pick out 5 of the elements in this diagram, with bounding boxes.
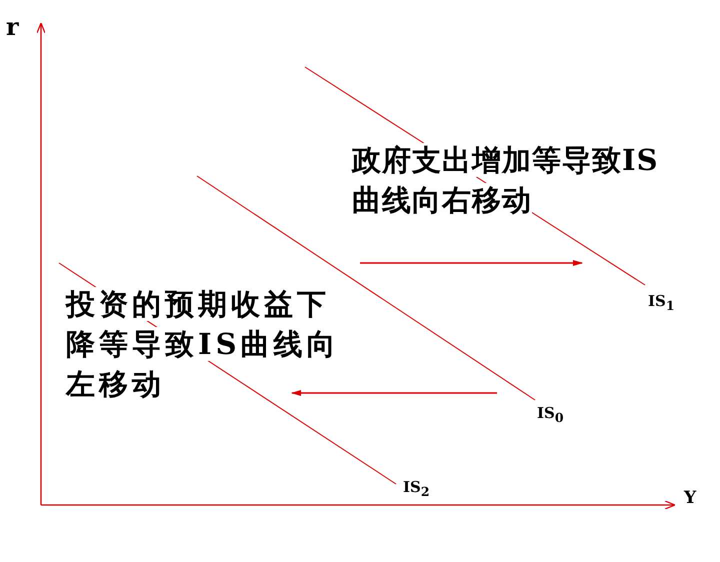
curve-label: IS$_{2}$ [403, 478, 430, 499]
curve-label: IS$_{0}$ [537, 404, 564, 425]
axis-label: r [6, 12, 19, 41]
axis-label: Y [684, 488, 696, 508]
curve-label: IS$_{1}$ [648, 292, 675, 313]
